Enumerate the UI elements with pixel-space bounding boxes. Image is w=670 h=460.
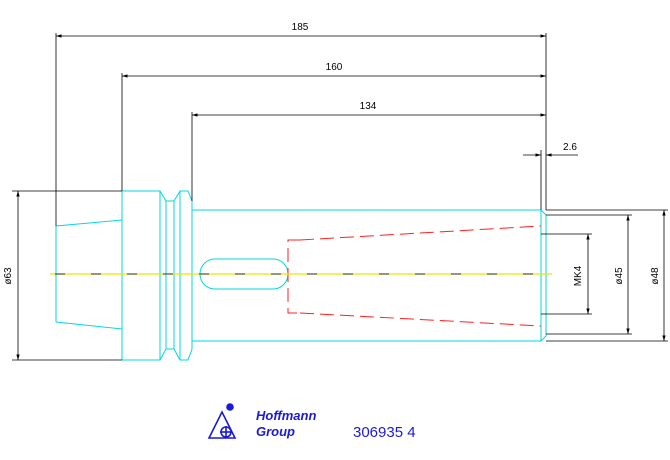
horizontal-dimensions xyxy=(55,33,578,226)
dim-label-2-6: 2.6 xyxy=(563,142,577,153)
dim-label-mk4: MK4 xyxy=(573,265,584,286)
dim-label-d48: ø48 xyxy=(650,267,661,285)
dim-label-134: 134 xyxy=(360,101,377,112)
hidden-taper xyxy=(287,225,542,327)
groove xyxy=(159,190,193,361)
part-outline xyxy=(55,190,547,361)
brand-name-line2: Group xyxy=(256,424,295,439)
hoffmann-logo: Hoffmann Group xyxy=(207,403,316,439)
brand-name-line1: Hoffmann xyxy=(256,408,316,423)
main-body xyxy=(192,209,547,342)
dim-label-d45: ø45 xyxy=(614,267,625,285)
dim-label-d63: ø63 xyxy=(3,267,14,285)
part-number: 306935 4 xyxy=(353,424,416,441)
logo-mark-icon xyxy=(207,403,237,439)
dim-label-160: 160 xyxy=(326,62,343,73)
vertical-dimensions xyxy=(12,190,668,361)
dim-label-185: 185 xyxy=(292,22,309,33)
flange xyxy=(121,190,161,361)
